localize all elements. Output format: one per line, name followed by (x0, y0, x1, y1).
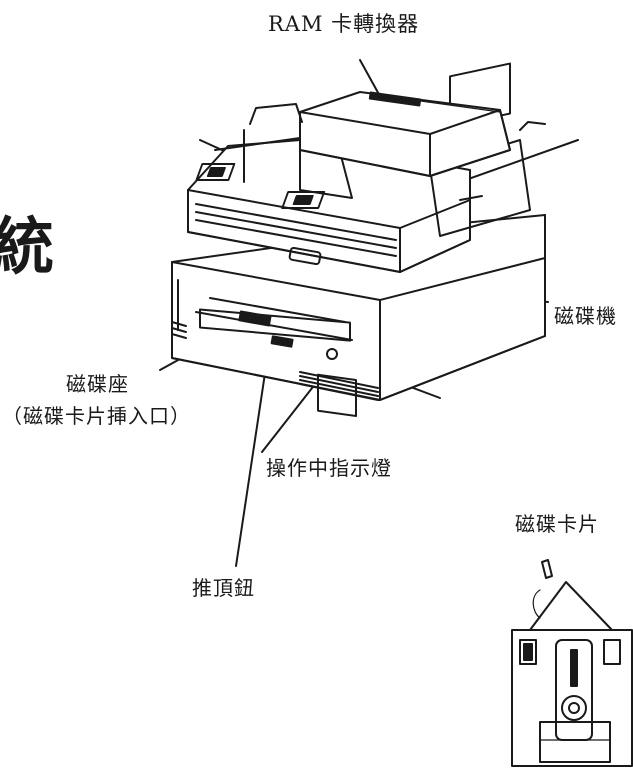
disk-card (511, 559, 633, 767)
partial-heading: 統 (0, 210, 55, 283)
disk-card-label: 磁碟卡片 (515, 512, 599, 536)
ram-adapter-unit (243, 91, 546, 183)
ram-adapter-label: RAM 卡轉換器 (268, 12, 420, 36)
console-unit (187, 62, 531, 273)
disk-drive-unit (171, 214, 546, 418)
disk-slot-note-label: （磁碟卡片挿入口） (2, 404, 191, 428)
disk-slot-label: 磁碟座 (66, 372, 129, 396)
busy-lamp-label: 操作中指示燈 (266, 456, 392, 480)
disk-drive-label: 磁碟機 (554, 304, 617, 328)
eject-button-label: 推頂鈕 (192, 576, 255, 600)
